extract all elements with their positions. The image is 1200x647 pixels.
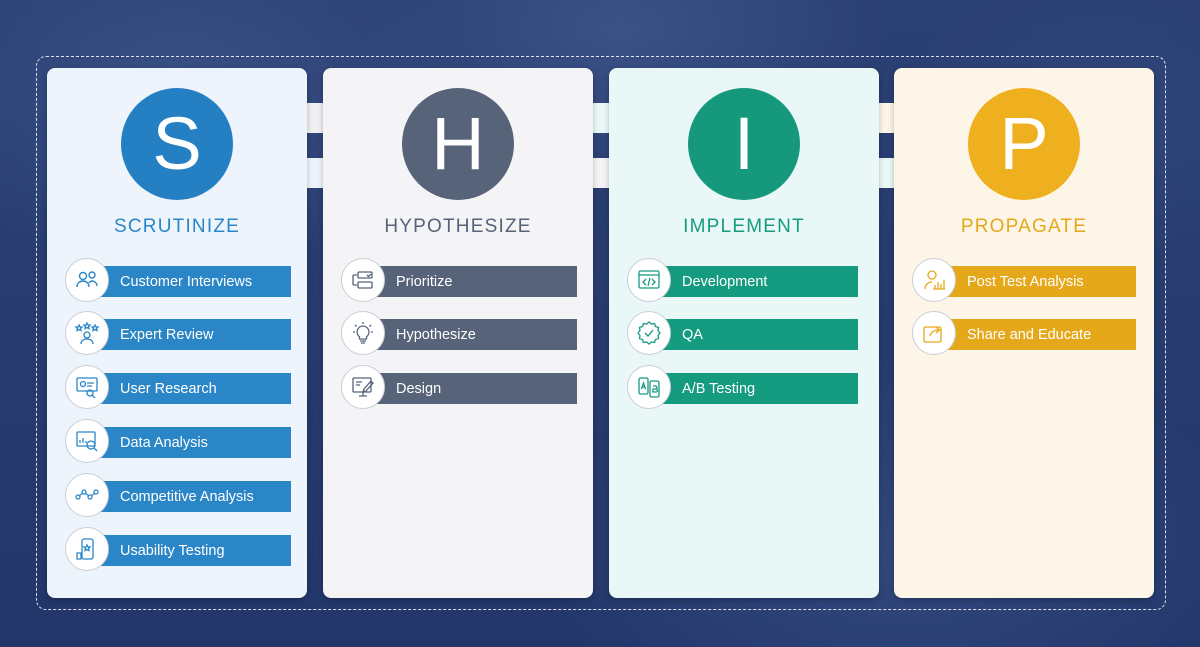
list-item: Hypothesize: [341, 311, 577, 355]
list-item: Customer Interviews: [65, 258, 291, 302]
design-icon: [341, 365, 385, 409]
item-label: Share and Educate: [934, 319, 1136, 350]
list-item: Share and Educate: [912, 311, 1136, 355]
list-item: QA: [627, 311, 858, 355]
item-label: Usability Testing: [87, 535, 291, 566]
list-item: A/B Testing: [627, 365, 858, 409]
list-item: User Research: [65, 365, 291, 409]
list-item: Post Test Analysis: [912, 258, 1136, 302]
stage-card-propagate: P PROPAGATE Post Test Analysis Share and…: [894, 68, 1154, 598]
list-item: Prioritize: [341, 258, 577, 302]
list-item: Development: [627, 258, 858, 302]
list-item: Design: [341, 365, 577, 409]
stage-title-scrutinize: SCRUTINIZE: [114, 216, 240, 237]
usability-testing-icon: [65, 527, 109, 571]
stage-card-implement: I IMPLEMENT Development QA A/B Testing: [609, 68, 879, 598]
item-label: Hypothesize: [363, 319, 577, 350]
stage-card-scrutinize: S SCRUTINIZE Customer Interviews Expert …: [47, 68, 307, 598]
list-item: Expert Review: [65, 311, 291, 355]
share-icon: [912, 311, 956, 355]
list-item: Usability Testing: [65, 527, 291, 571]
item-label: Data Analysis: [87, 427, 291, 458]
competitive-analysis-icon: [65, 473, 109, 517]
ab-testing-icon: [627, 365, 671, 409]
item-label: A/B Testing: [649, 373, 858, 404]
stage-badge-p: P: [968, 88, 1080, 200]
item-label: QA: [649, 319, 858, 350]
prioritize-icon: [341, 258, 385, 302]
stage-badge-h: H: [402, 88, 514, 200]
code-icon: [627, 258, 671, 302]
item-label: Competitive Analysis: [87, 481, 291, 512]
item-label: Customer Interviews: [87, 266, 291, 297]
user-research-icon: [65, 365, 109, 409]
stage-badge-s: S: [121, 88, 233, 200]
stage-badge-i: I: [688, 88, 800, 200]
item-label: Post Test Analysis: [934, 266, 1136, 297]
stage-title-hypothesize: HYPOTHESIZE: [384, 216, 532, 237]
qa-check-icon: [627, 311, 671, 355]
stage-title-propagate: PROPAGATE: [960, 216, 1088, 237]
data-analysis-icon: [65, 419, 109, 463]
expert-review-icon: [65, 311, 109, 355]
stage-card-hypothesize: H HYPOTHESIZE Prioritize Hypothesize Des…: [323, 68, 593, 598]
stage-title-implement: IMPLEMENT: [683, 216, 805, 237]
list-item: Competitive Analysis: [65, 473, 291, 517]
diagram-frame: [36, 56, 1166, 610]
item-label: Development: [649, 266, 858, 297]
item-label: Expert Review: [87, 319, 291, 350]
list-item: Data Analysis: [65, 419, 291, 463]
lightbulb-icon: [341, 311, 385, 355]
item-label: Design: [363, 373, 577, 404]
post-test-analysis-icon: [912, 258, 956, 302]
item-label: Prioritize: [363, 266, 577, 297]
item-label: User Research: [87, 373, 291, 404]
interview-icon: [65, 258, 109, 302]
